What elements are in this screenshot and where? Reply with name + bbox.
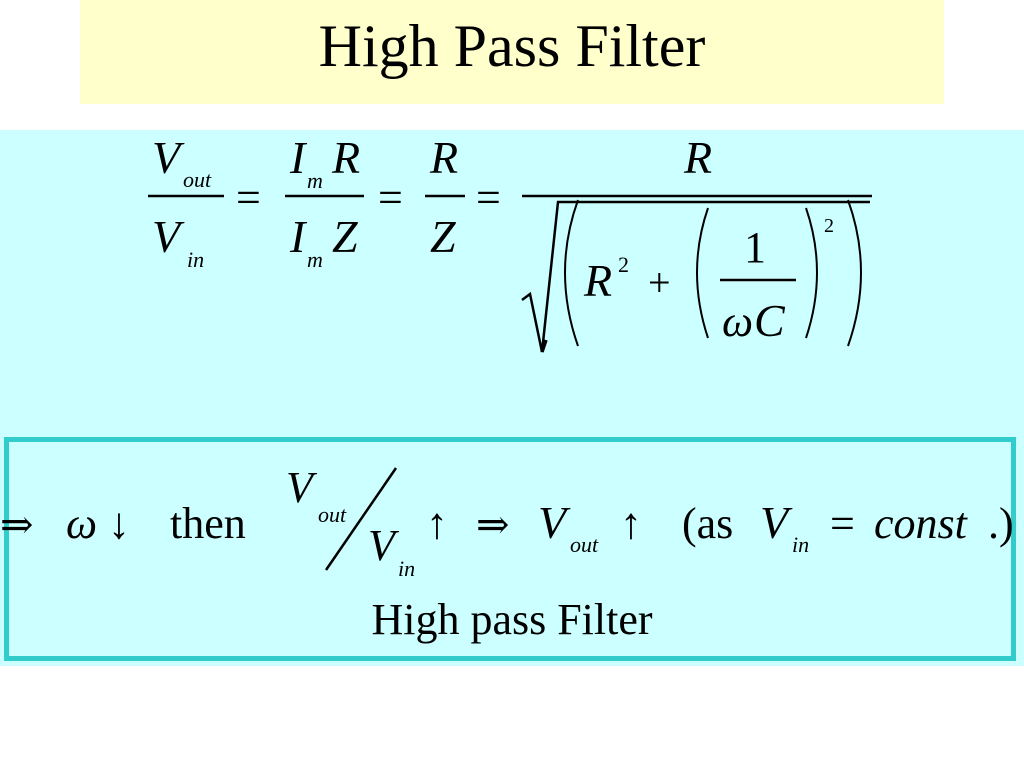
fraction-r-impedance: R R 2 + 1 ω C 2 [521, 132, 872, 353]
numerator-r: R [683, 132, 712, 183]
denominator-z: Z [332, 211, 358, 262]
denominator-i: I [289, 211, 308, 262]
const-word: const [874, 499, 969, 548]
implies-arrow-2: ⇒ [476, 502, 510, 547]
r-term: R [583, 255, 612, 306]
one-numerator: 1 [744, 223, 766, 272]
subscript-out: out [318, 502, 347, 527]
numerator-r: R [429, 132, 458, 183]
as-clause: (as [682, 499, 733, 548]
outer-exponent: 2 [824, 215, 834, 237]
implies-arrow-1: ⇒ [0, 502, 34, 547]
closing-paren: .) [988, 499, 1014, 548]
up-arrow-icon: ↑ [426, 499, 448, 548]
fraction-r-z: R Z [425, 132, 465, 262]
subscript-in: in [792, 532, 809, 557]
subscript-out: out [570, 532, 599, 557]
omega-symbol: ω [722, 297, 753, 346]
r-exponent: 2 [618, 252, 629, 277]
omega-symbol: ω [66, 499, 97, 548]
numerator-v: V [152, 132, 185, 183]
subscript-m: m [307, 168, 323, 193]
slide-title: High Pass Filter [318, 13, 706, 79]
inner-right-paren [805, 207, 818, 339]
subscript-in: in [187, 247, 204, 272]
denominator-z: Z [430, 211, 456, 262]
conclusion-box [4, 437, 1016, 661]
numerator-r: R [331, 132, 360, 183]
vin-v: V [760, 497, 793, 548]
equals-sign-1: = [236, 173, 261, 222]
up-arrow-icon: ↑ [620, 499, 642, 548]
equals-sign-3: = [476, 173, 501, 222]
then-word: then [170, 499, 246, 548]
fraction-vout-vin: V out V in [148, 132, 224, 272]
capacitance-c: C [754, 295, 786, 346]
equals-sign-2: = [378, 173, 403, 222]
denominator-v: V [152, 211, 185, 262]
slash-bar [324, 467, 398, 571]
numerator-i: I [289, 132, 308, 183]
conclusion-caption: High pass Filter [371, 595, 653, 644]
slash-denominator-v: V [368, 521, 400, 570]
slash-numerator-v: V [286, 463, 318, 512]
subscript-out: out [183, 167, 212, 192]
down-arrow-icon: ↓ [108, 499, 130, 548]
left-paren [564, 199, 579, 347]
right-paren [847, 199, 862, 347]
equals-sign: = [830, 499, 855, 548]
subscript-in: in [398, 556, 415, 581]
vout-v: V [538, 497, 571, 548]
title-bar: High Pass Filter [80, 0, 944, 104]
plus-sign: + [648, 260, 671, 305]
fraction-imr-imz: I m R I m Z [285, 132, 364, 272]
inner-left-paren [696, 207, 709, 339]
subscript-m: m [307, 247, 323, 272]
